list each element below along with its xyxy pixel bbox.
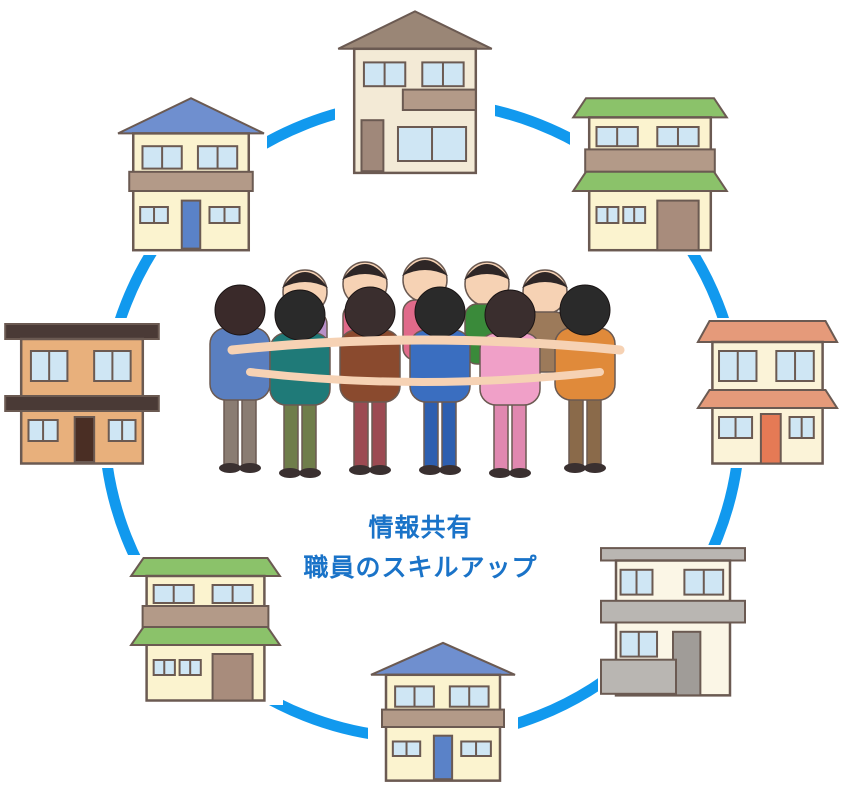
person-teal [269,289,331,478]
house-bottom-right [598,545,748,700]
huddle-group [209,257,625,478]
caption-line-1: 情報共有 [368,513,473,542]
house-top-right [570,95,730,255]
person-brown [339,286,401,475]
linked-arms [227,335,625,355]
house-top [335,8,495,178]
house-right [695,318,840,468]
houses-group [2,8,840,785]
person-back-left [209,284,271,473]
house-left [2,318,162,468]
house-top-left [115,95,267,255]
house-bottom [368,640,518,785]
person-pink [479,289,541,478]
linked-arms-lower [246,368,604,386]
house-bottom-left [128,555,283,705]
caption-line-2: 職員のスキルアップ [303,553,538,582]
